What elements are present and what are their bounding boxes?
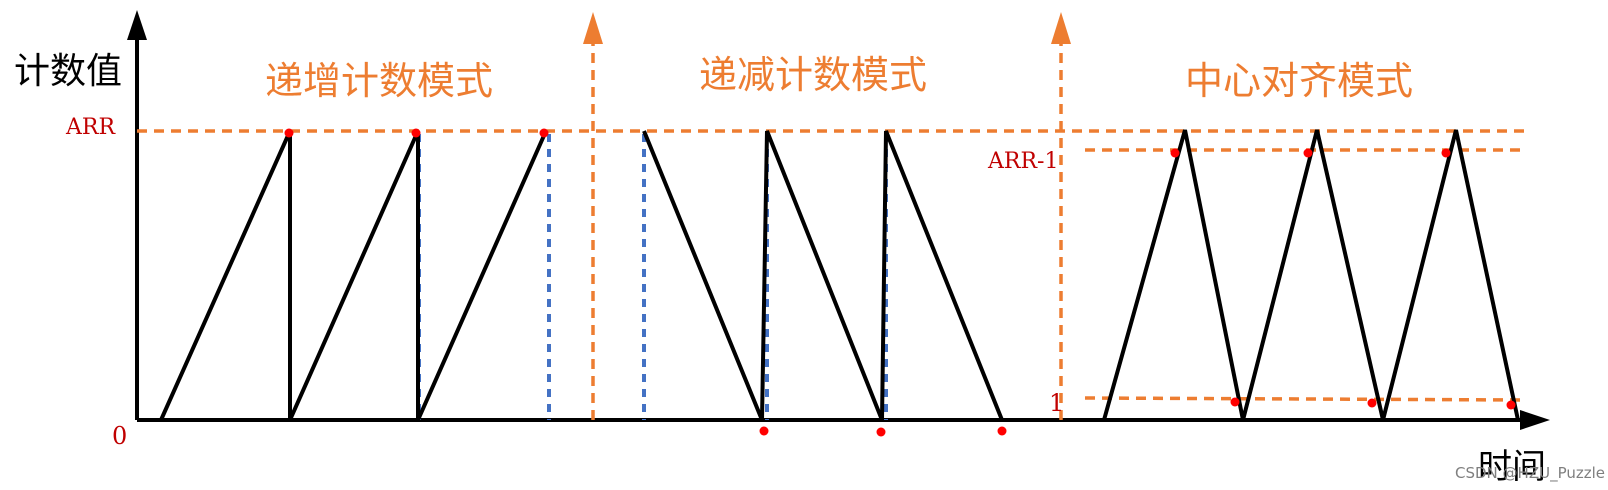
tick-label-zero: 0	[112, 422, 127, 450]
y-axis-label: 计数值	[14, 51, 122, 92]
event-point	[1170, 148, 1180, 158]
event-point	[1506, 400, 1516, 410]
event-point	[1230, 397, 1240, 407]
event-points	[284, 128, 1516, 437]
up-count-waveform	[159, 130, 548, 421]
event-point	[759, 426, 769, 436]
event-point	[876, 427, 886, 437]
event-point	[997, 426, 1007, 436]
divider-1-arrow	[583, 12, 603, 44]
tick-label-arr-minus-1: ARR-1	[987, 149, 1058, 174]
tick-label-one: 1	[1049, 389, 1064, 417]
x-axis-label: 时间	[1478, 447, 1546, 487]
event-point	[539, 128, 549, 138]
blue-reload-lines	[288, 134, 888, 420]
event-point	[411, 128, 421, 138]
y-axis-arrow	[127, 10, 147, 40]
event-point	[1441, 148, 1451, 158]
event-point	[1367, 398, 1377, 408]
event-point	[284, 128, 294, 138]
event-point	[1303, 148, 1313, 158]
tick-label-arr: ARR	[65, 115, 116, 140]
x-axis-arrow	[1520, 410, 1550, 430]
section-title-up-count: 递增计数模式	[265, 59, 493, 103]
center-aligned-waveform	[1102, 129, 1520, 421]
section-title-down-count: 递减计数模式	[699, 53, 927, 97]
section-title-center-aligned: 中心对齐模式	[1185, 59, 1413, 103]
watermark: CSDN @HZU_Puzzle	[1455, 464, 1605, 483]
divider-2-arrow	[1051, 12, 1071, 44]
down-count-waveform	[642, 130, 1004, 421]
one-reference-line	[1084, 396, 1526, 402]
